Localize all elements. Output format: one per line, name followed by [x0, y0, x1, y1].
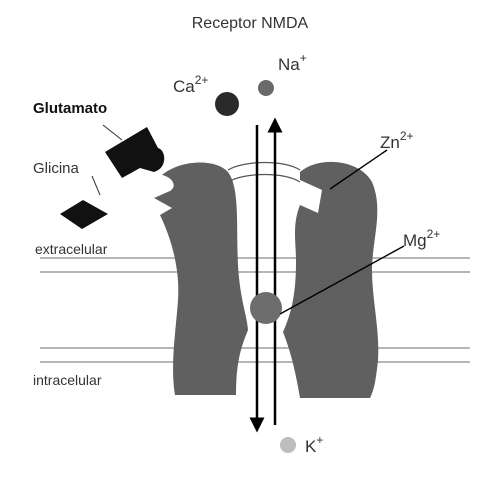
channel-gate-top	[227, 161, 301, 171]
calcium-ion	[215, 92, 239, 116]
potassium-symbol: K	[305, 437, 317, 456]
extracellular-label: extracelular	[35, 241, 108, 257]
zinc-label: Zn2+	[380, 129, 414, 152]
calcium-symbol: Ca	[173, 77, 195, 96]
magnesium-ion	[250, 292, 282, 324]
zinc-symbol: Zn	[380, 133, 400, 152]
magnesium-label-pointer	[279, 245, 405, 315]
glutamate-ligand	[105, 127, 165, 178]
zinc-label-pointer	[329, 149, 388, 190]
potassium-charge: +	[316, 433, 323, 447]
magnesium-label: Mg2+	[403, 227, 440, 250]
glutamate-label-pointer	[102, 124, 123, 141]
sodium-charge: +	[300, 51, 307, 65]
glycine-label-pointer	[91, 175, 101, 196]
zinc-charge: 2+	[400, 129, 414, 143]
channel-gate-bottom	[227, 173, 301, 183]
potassium-ion	[280, 437, 296, 453]
calcium-charge: 2+	[195, 73, 209, 87]
receptor-right-subunit	[283, 161, 379, 398]
diagram-title: Receptor NMDA	[192, 15, 309, 32]
magnesium-charge: 2+	[427, 227, 441, 241]
glycine-label: Glicina	[33, 160, 80, 177]
intracellular-label: intracelular	[33, 372, 102, 388]
potassium-label: K+	[305, 433, 323, 456]
glycine-ligand	[60, 200, 108, 229]
cell-membrane	[40, 257, 470, 363]
magnesium-symbol: Mg	[403, 231, 427, 250]
sodium-ion	[258, 80, 274, 96]
calcium-label: Ca2+	[173, 73, 208, 96]
sodium-label: Na+	[278, 51, 307, 74]
sodium-symbol: Na	[278, 55, 300, 74]
receptor-left-subunit	[154, 162, 248, 395]
glutamate-label: Glutamato	[33, 100, 107, 117]
